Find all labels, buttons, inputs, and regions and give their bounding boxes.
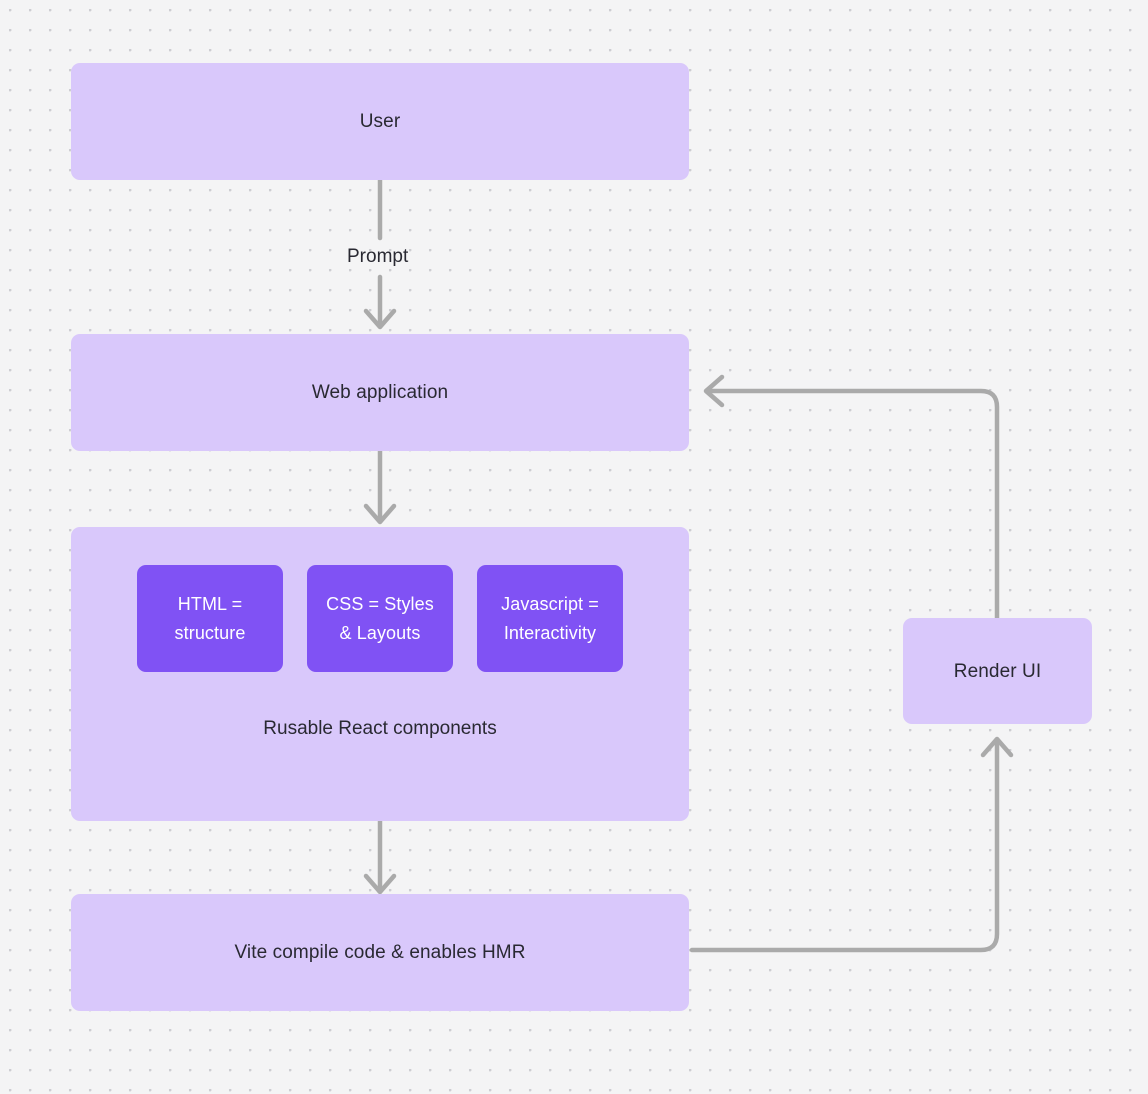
node-vite[interactable]: Vite compile code & enables HMR [71,894,689,1011]
arrowhead-down [363,873,397,895]
node-user-label: User [359,111,401,132]
node-html[interactable]: HTML = structure [137,565,283,672]
node-javascript[interactable]: Javascript = Interactivity [477,565,623,672]
edge-vite-to-render-ui [689,736,1014,953]
edge-segment [705,388,1000,621]
arrowhead-up [980,736,1014,758]
edge-label-prompt: Prompt [347,246,409,267]
node-render-ui-label: Render UI [953,660,1042,682]
node-css[interactable]: CSS = Styles & Layouts [307,565,453,672]
arrowhead-down [363,308,397,330]
arrowhead-down [363,503,397,525]
node-web-application-label: Web application [311,382,449,403]
node-html-label: HTML = structure [174,593,246,643]
node-render-ui[interactable]: Render UI [903,618,1092,724]
arrowhead-left [703,374,725,408]
node-javascript-label: Javascript = Interactivity [501,593,599,643]
node-components-group[interactable]: HTML = structure CSS = Styles & Layouts … [71,527,689,821]
node-components-group-caption: Rusable React components [263,718,497,739]
edge-segment [689,738,1000,953]
node-web-application[interactable]: Web application [71,334,689,451]
edge-render-ui-to-web-application [703,374,1000,621]
node-user[interactable]: User [71,63,689,180]
node-vite-label: Vite compile code & enables HMR [234,942,526,963]
edge-components-to-vite [363,818,397,895]
edge-web-application-to-components [363,448,397,525]
node-css-label: CSS = Styles & Layouts [326,593,434,643]
